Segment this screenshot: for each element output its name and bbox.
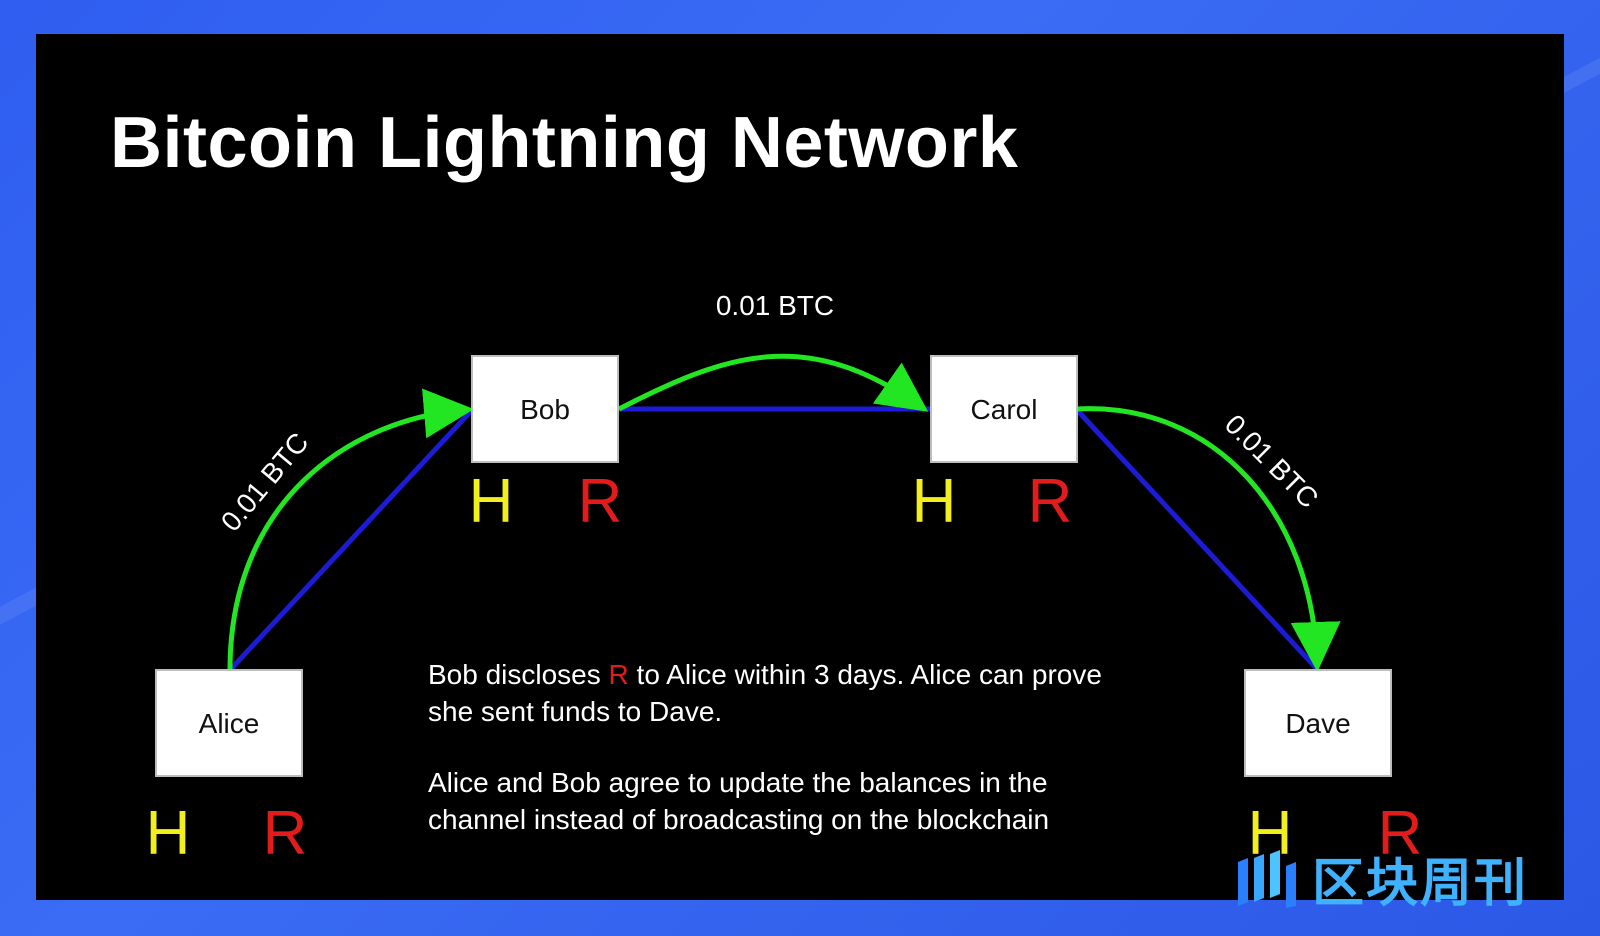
slide: Bitcoin Lightning Network 0.01 BTC 0.01 … (36, 34, 1564, 900)
node-label-alice: Alice (199, 708, 260, 739)
watermark-text: 区块周刊 (1312, 853, 1529, 914)
preimage-letter-alice: R (263, 799, 308, 868)
preimage-letter-carol: R (1028, 467, 1073, 536)
hash-letter-alice: H (146, 799, 191, 868)
channel-line-carol-dave (1075, 408, 1320, 672)
explanation-text-part: Bob discloses (428, 659, 609, 690)
node-alice: Alice H R (146, 669, 308, 868)
explanation-text: Bob discloses R to Alice within 3 days. … (428, 656, 1148, 872)
preimage-letter-dave: R (1378, 799, 1423, 868)
node-box-bob (471, 355, 619, 463)
preimage-highlight: R (608, 659, 629, 690)
amount-label-bob-carol: 0.01 BTC (716, 290, 834, 321)
node-label-carol: Carol (971, 394, 1038, 425)
preimage-letter-bob: R (578, 467, 623, 536)
watermark: 区块周刊 (1234, 846, 1528, 914)
slide-title: Bitcoin Lightning Network (110, 103, 1019, 183)
node-bob: Bob H R (469, 355, 623, 536)
lightning-network-diagram: 0.01 BTC 0.01 BTC 0.01 BTC Bob H R Carol… (146, 290, 1423, 868)
explanation-paragraph-balances: Alice and Bob agree to update the balanc… (428, 767, 1050, 835)
hash-letter-carol: H (912, 467, 957, 536)
node-label-dave: Dave (1285, 708, 1350, 739)
amount-label-carol-dave: 0.01 BTC (1219, 409, 1325, 515)
payment-arrow-bob-carol (617, 353, 929, 412)
explanation-text-part: to Alice within 3 days. Alice can prove … (428, 659, 1102, 727)
explanation-paragraph-disclosure: Bob discloses R to Alice within 3 days. … (428, 656, 1148, 730)
node-box-alice (155, 669, 303, 777)
node-label-bob: Bob (520, 394, 570, 425)
node-carol: Carol H R (912, 355, 1078, 536)
channel-line-alice-bob (228, 408, 474, 672)
watermark-logo-icon (1238, 850, 1296, 908)
payment-arrow-alice-bob (227, 388, 474, 671)
node-box-carol (930, 355, 1078, 463)
node-dave: Dave H R (1244, 669, 1423, 868)
hash-letter-bob: H (469, 467, 514, 536)
payment-arrow-carol-dave (1076, 406, 1341, 672)
node-box-dave (1244, 669, 1392, 777)
